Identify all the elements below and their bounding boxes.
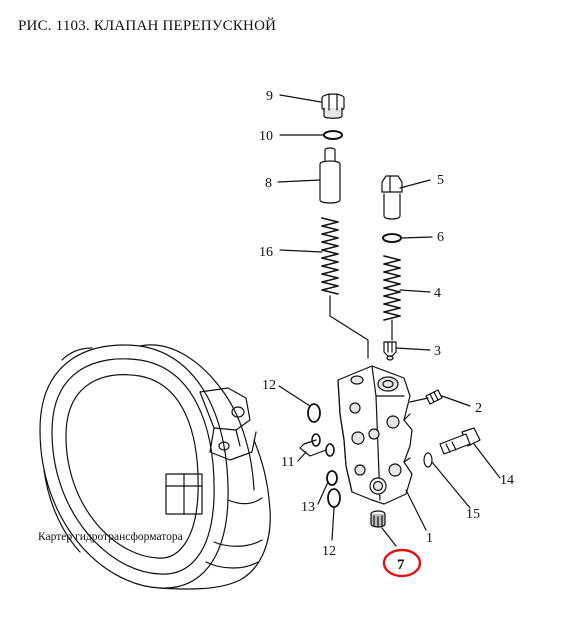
callout-13: 13 — [301, 500, 315, 515]
o-ring-part-12-upper — [307, 403, 321, 423]
washer-part-15 — [423, 452, 433, 468]
o-ring-part-11 — [311, 433, 321, 447]
piston-part-8 — [319, 147, 341, 204]
assembly-path-16 — [329, 295, 369, 359]
callout-12-lower: 12 — [322, 544, 336, 559]
o-ring-part-10 — [323, 130, 343, 140]
pin-part-11 — [299, 439, 327, 457]
callout-9: 9 — [266, 89, 273, 104]
highlight-circle — [382, 548, 422, 578]
leader-lines — [277, 94, 501, 547]
callout-10: 10 — [259, 129, 273, 144]
callout-2: 2 — [475, 401, 482, 416]
o-ring-part-11b — [325, 443, 335, 457]
housing-caption: Картер гидротрансформатора — [38, 531, 183, 543]
callout-8: 8 — [265, 176, 272, 191]
screw-part-2 — [409, 389, 443, 405]
spring-part-16 — [321, 217, 339, 295]
callout-11: 11 — [281, 455, 294, 470]
valve-body-part-1 — [337, 365, 413, 505]
plug-part-9 — [321, 93, 345, 119]
bolt-part-14 — [439, 427, 481, 455]
o-ring-part-13 — [326, 470, 338, 486]
callout-12-upper: 12 — [262, 378, 276, 393]
callout-14: 14 — [500, 473, 514, 488]
callout-16: 16 — [259, 245, 273, 260]
filter-part-7 — [370, 510, 386, 528]
callout-1: 1 — [426, 531, 433, 546]
callout-15: 15 — [466, 507, 480, 522]
callout-3: 3 — [434, 344, 441, 359]
converter-housing — [39, 344, 271, 590]
bolt-part-5 — [381, 175, 403, 220]
o-ring-part-6 — [382, 233, 402, 243]
callout-5: 5 — [437, 173, 444, 188]
page-title: РИС. 1103. КЛАПАН ПЕРЕПУСКНОЙ — [18, 18, 277, 34]
callout-7: 7 — [397, 557, 405, 573]
callout-6: 6 — [437, 230, 444, 245]
valve-part-3 — [383, 341, 397, 361]
o-ring-part-12-lower — [327, 488, 341, 508]
spring-part-4 — [383, 255, 401, 321]
callout-4: 4 — [434, 286, 441, 301]
